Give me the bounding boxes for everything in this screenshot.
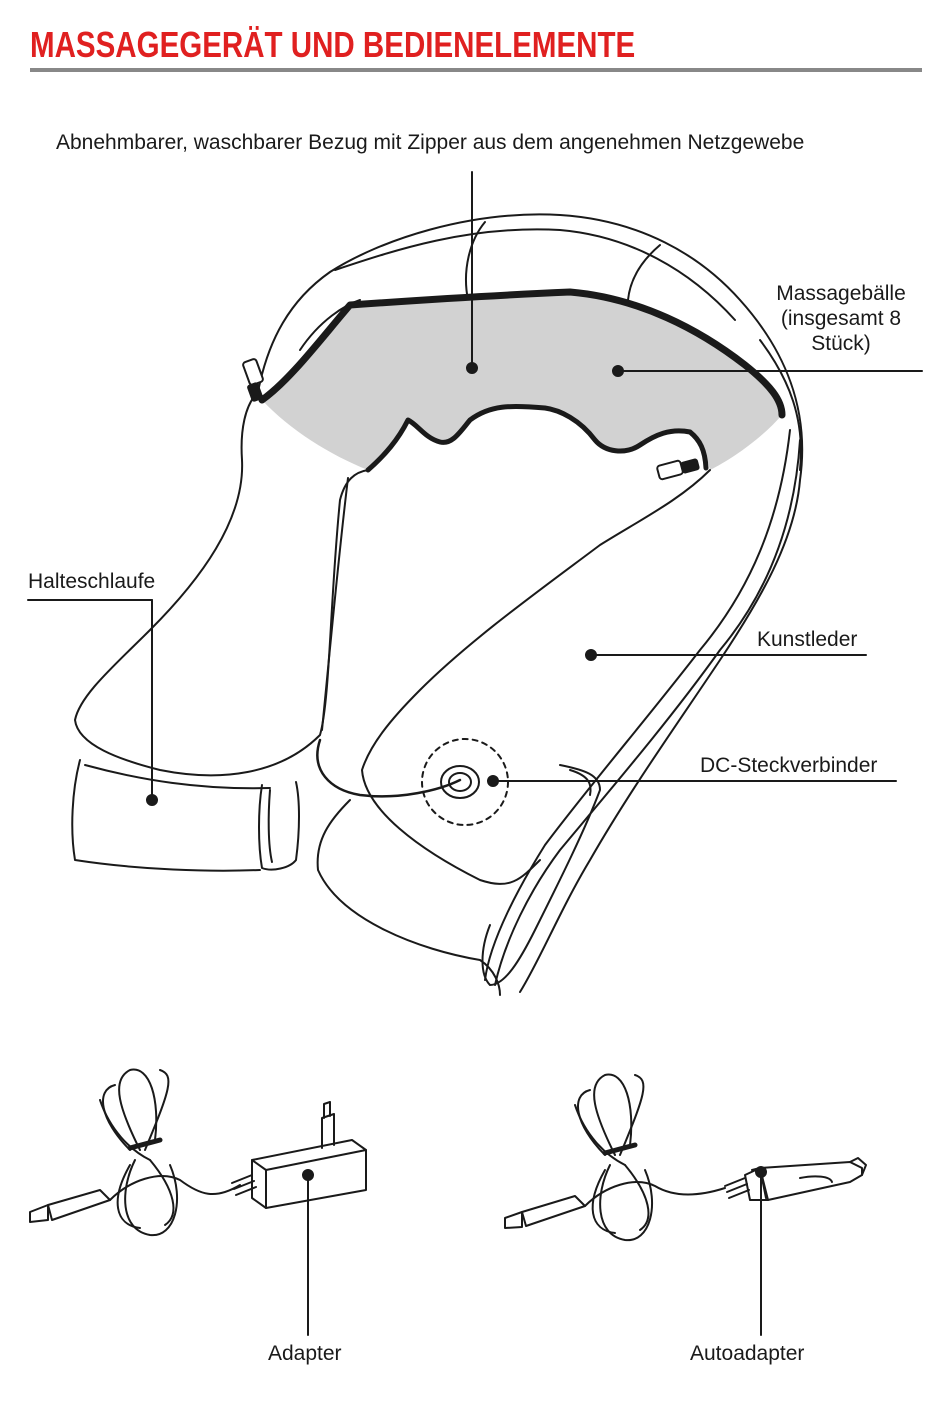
label-massage-balls-line3: Stück) — [760, 331, 922, 356]
label-massage-balls-line1: Massagebälle — [760, 281, 922, 306]
zipper-pull-right — [657, 459, 699, 480]
label-loop: Halteschlaufe — [28, 569, 155, 594]
label-dc-connector: DC-Steckverbinder — [700, 753, 877, 778]
mains-adapter — [30, 1070, 366, 1236]
dc-socket-inner — [449, 773, 471, 791]
car-dc-plug — [505, 1212, 522, 1228]
left-strap-back — [259, 782, 299, 870]
massager-body — [72, 214, 802, 995]
right-arm-band-1 — [495, 440, 800, 985]
shell-crease-right — [628, 245, 660, 300]
right-strap-front — [318, 800, 500, 995]
label-massage-balls: Massagebälle (insgesamt 8 Stück) — [760, 281, 922, 356]
left-strap-seam — [85, 765, 270, 788]
right-arm-outer — [362, 470, 710, 884]
label-massage-balls-line2: (insgesamt 8 — [760, 306, 922, 331]
zipper-pull-left — [242, 358, 263, 401]
label-leather: Kunstleder — [757, 627, 857, 652]
car-adapter — [505, 1075, 866, 1241]
adapter-dc-plug — [30, 1205, 48, 1222]
dc-socket-outer — [441, 766, 479, 798]
car-cable-coil — [585, 1182, 725, 1206]
label-adapter: Adapter — [268, 1341, 342, 1366]
left-strap-back-inner — [269, 790, 272, 862]
adapter-prongs — [322, 1102, 334, 1148]
left-arm-inner-seam — [322, 478, 348, 730]
right-arm-band-2 — [485, 430, 790, 980]
label-cover: Abnehmbarer, waschbarer Bezug mit Zipper… — [56, 130, 804, 155]
left-strap-front — [72, 760, 260, 871]
label-car-adapter: Autoadapter — [690, 1341, 804, 1366]
